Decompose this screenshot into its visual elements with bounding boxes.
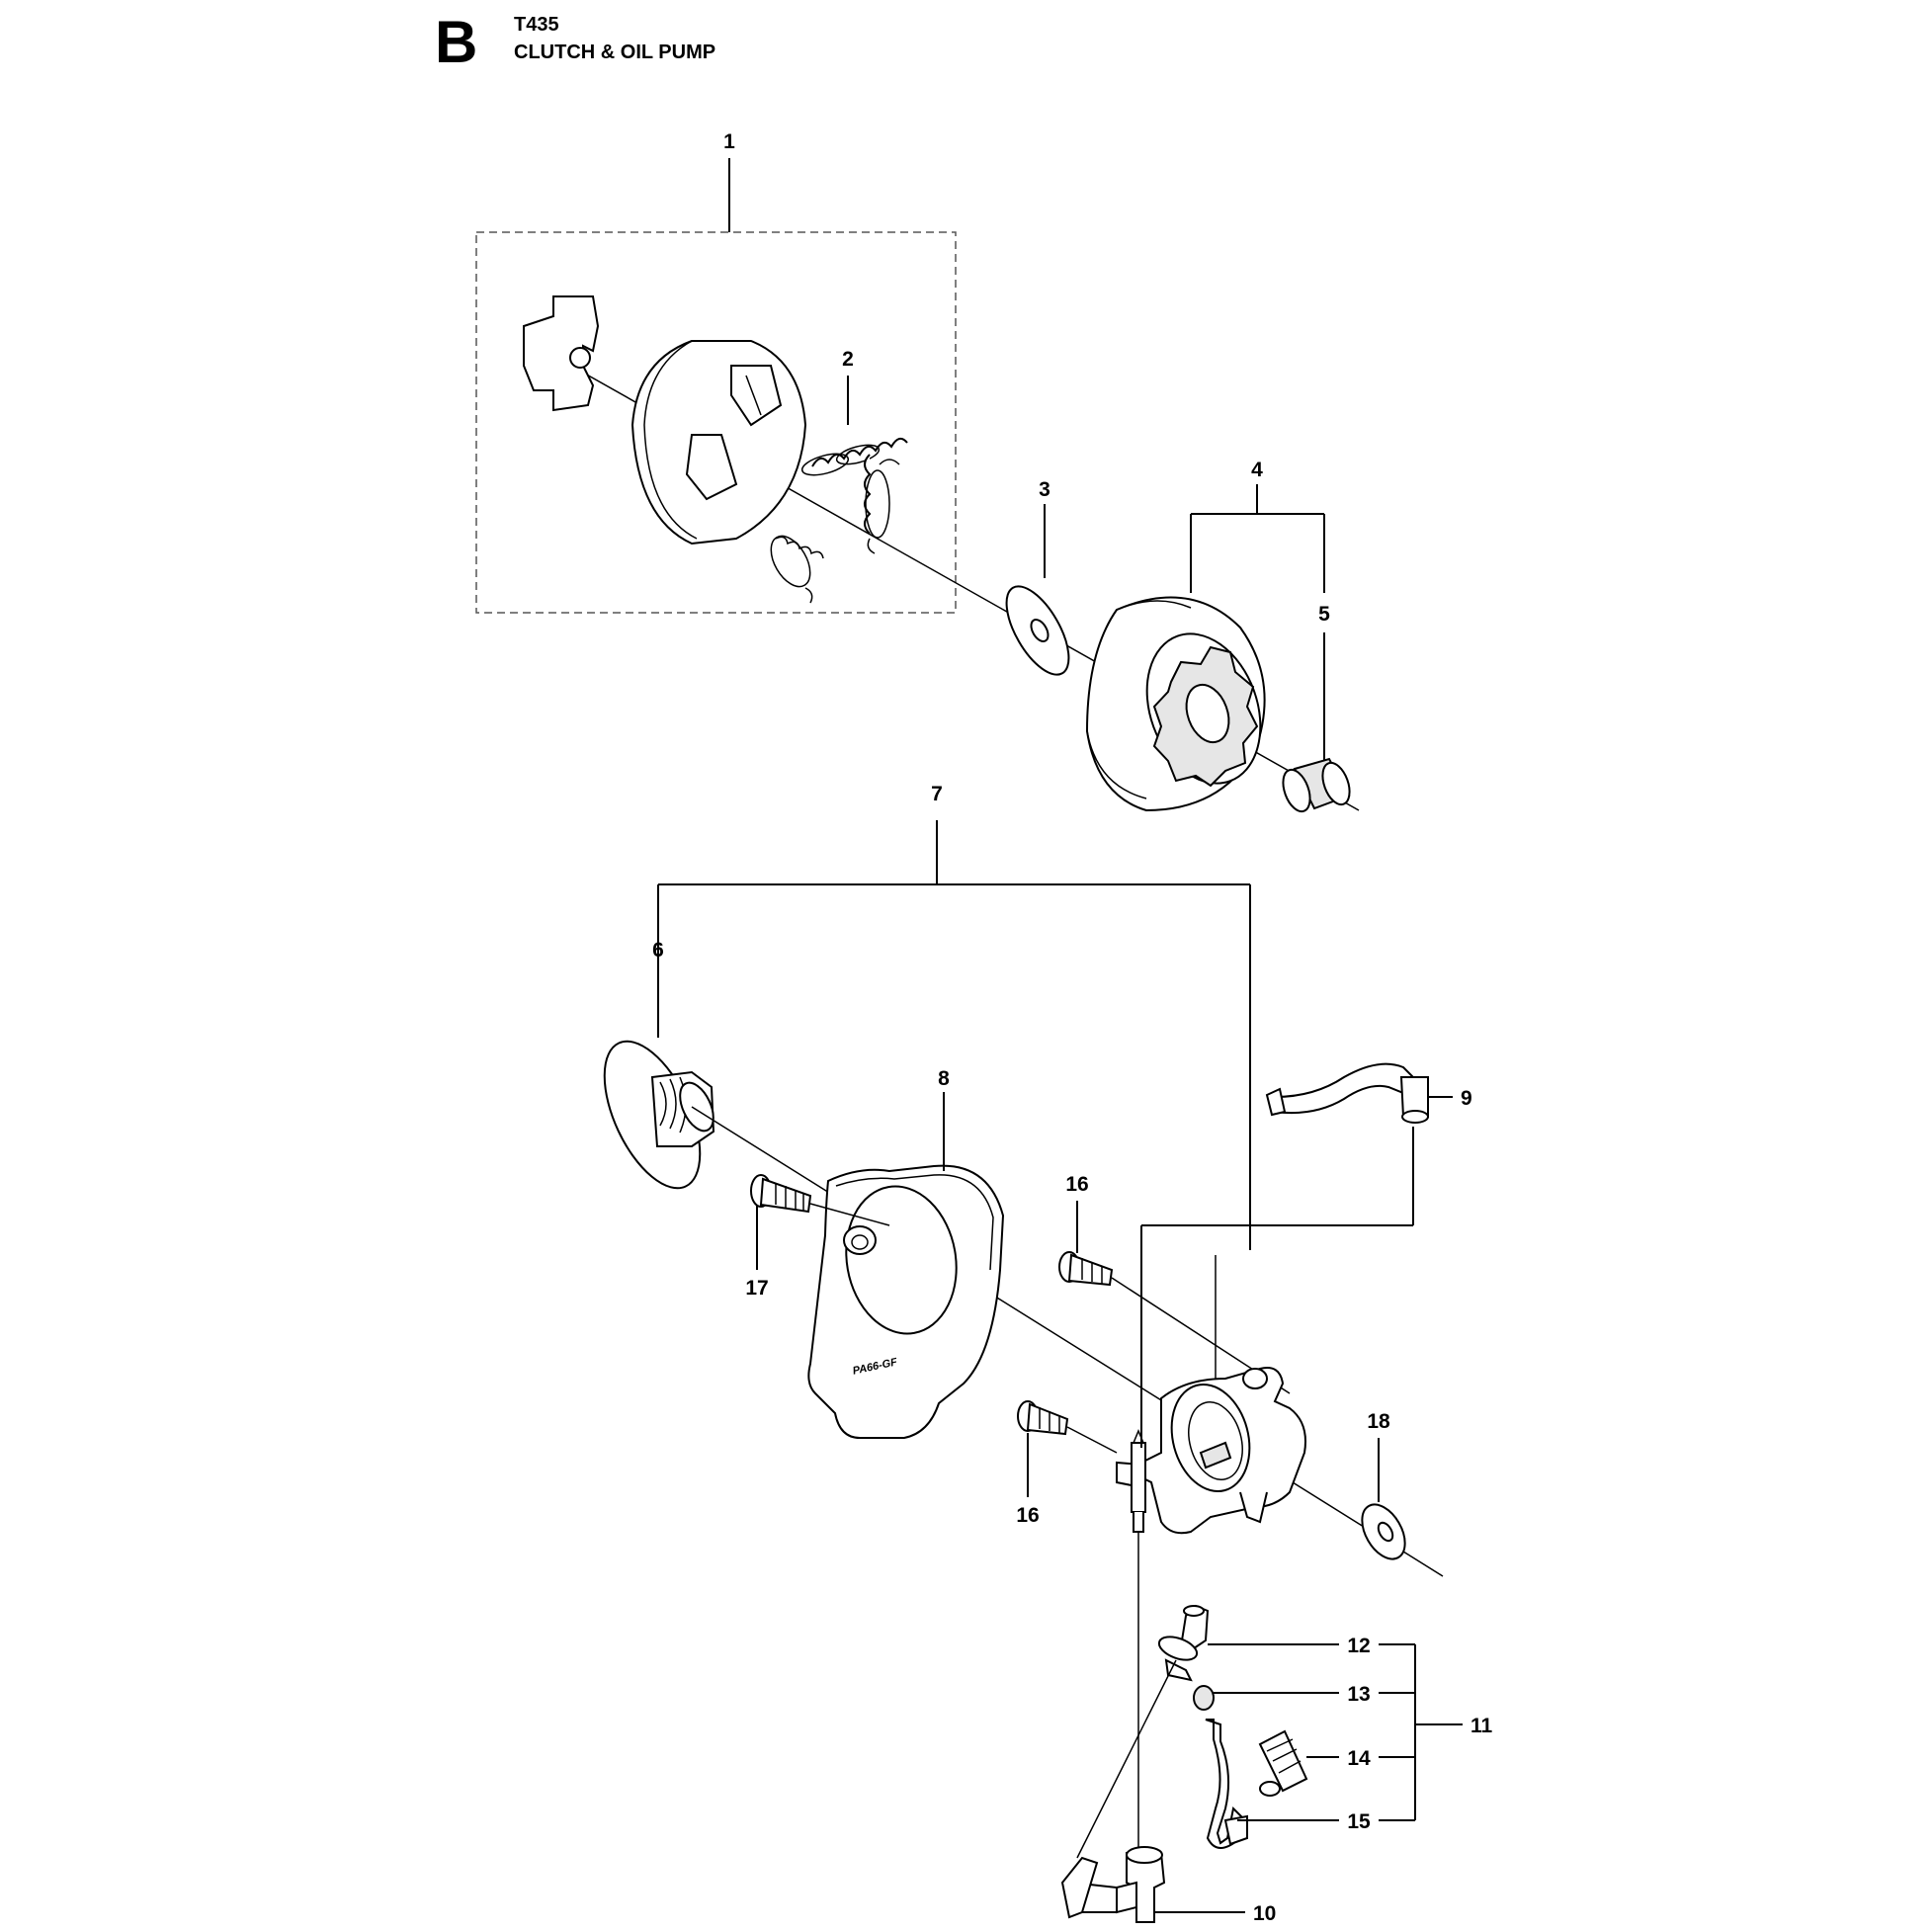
callout-13: 13 [1347, 1683, 1370, 1706]
clutch-drum [1085, 596, 1266, 812]
oil-hose [1265, 1062, 1429, 1124]
clutch-hub [523, 295, 600, 412]
callout-10: 10 [1253, 1902, 1276, 1925]
callout-11: 11 [1470, 1715, 1493, 1737]
cover-plate: PA66-GF [807, 1164, 1005, 1439]
washer-18 [1361, 1503, 1406, 1560]
clutch-assembly-dashed-box [475, 231, 957, 614]
washer-3 [1005, 585, 1070, 676]
callout-15: 15 [1347, 1810, 1371, 1833]
callout-5: 5 [1318, 603, 1330, 626]
callout-8: 8 [938, 1067, 950, 1090]
clutch-spring-lower [770, 535, 824, 604]
callout-12: 12 [1347, 1635, 1370, 1657]
oil-pump [1116, 1367, 1306, 1535]
callout-14: 14 [1347, 1747, 1371, 1770]
callout-3: 3 [1039, 478, 1050, 501]
callout-16-upper: 16 [1065, 1173, 1088, 1196]
clutch-shoes [630, 340, 807, 546]
callout-1: 1 [723, 130, 735, 153]
suction-hose-15 [1205, 1719, 1248, 1849]
nipple-13 [1193, 1685, 1215, 1711]
callout-18: 18 [1367, 1410, 1390, 1433]
callout-9: 9 [1461, 1087, 1472, 1110]
grommet-12 [1157, 1604, 1210, 1682]
callout-6: 6 [652, 939, 664, 962]
section-title: CLUTCH & OIL PUMP [514, 42, 716, 63]
screw-17-axis [809, 1203, 890, 1226]
section-letter: B [435, 9, 478, 75]
screw-16-lower [1017, 1400, 1069, 1436]
model-code: T435 [514, 14, 559, 36]
callout-17: 17 [745, 1277, 768, 1300]
screw-17 [750, 1174, 812, 1214]
clutch-spring-upper [800, 437, 908, 476]
callout-2: 2 [842, 348, 854, 371]
pump-axis-line [691, 1106, 1444, 1577]
needle-bearing [1282, 757, 1351, 813]
callout-16-lower: 16 [1016, 1504, 1039, 1527]
oil-filter-14 [1258, 1729, 1308, 1797]
fitting-link-line [1076, 1659, 1177, 1859]
callout-7: 7 [931, 783, 943, 805]
screw-16-upper [1058, 1251, 1114, 1287]
fitting-10 [1060, 1846, 1166, 1923]
callout-4: 4 [1251, 459, 1263, 481]
screw-16-lower-axis [1066, 1426, 1118, 1454]
worm-gear [603, 1040, 715, 1190]
clutch-spring-middle [864, 454, 900, 554]
